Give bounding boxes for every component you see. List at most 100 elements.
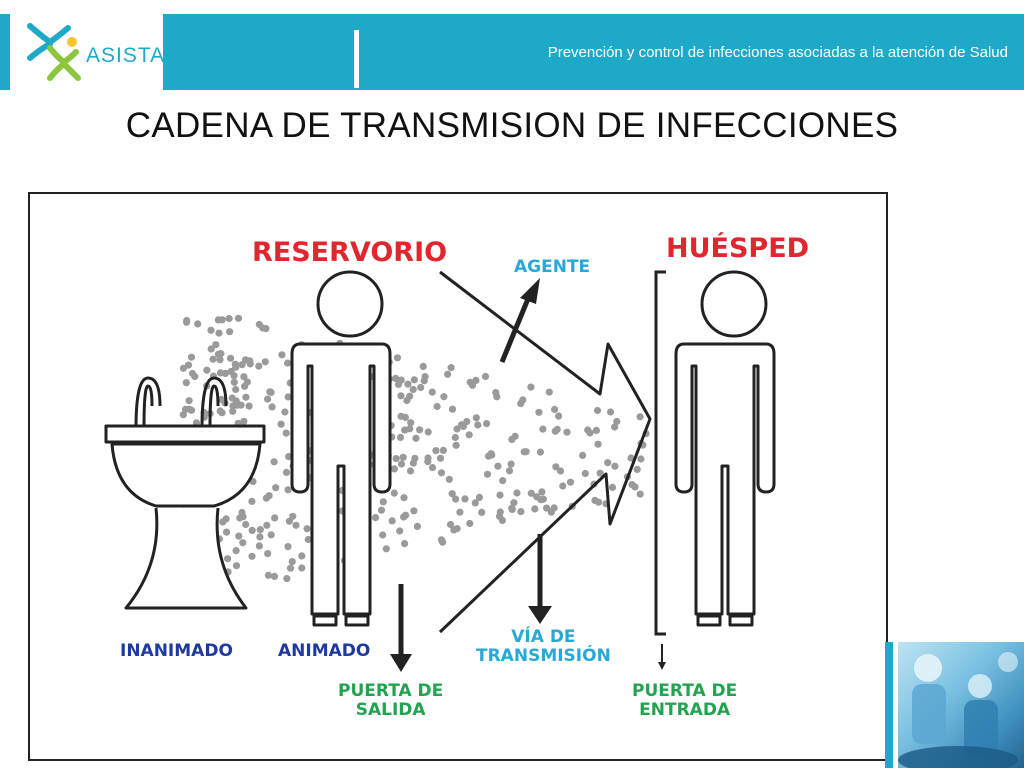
surgery-photo-drawing xyxy=(898,652,1018,768)
germ-dot xyxy=(433,402,441,411)
germ-dot xyxy=(255,542,263,550)
germ-dot xyxy=(448,490,456,498)
germ-dot xyxy=(394,380,403,388)
germ-dot xyxy=(409,385,417,394)
germ-dot xyxy=(390,489,398,497)
germ-dot xyxy=(505,467,514,475)
germ-dot xyxy=(262,325,270,333)
germ-dot xyxy=(510,499,518,507)
germ-dot xyxy=(416,426,424,434)
label-route-line1: VÍA DE xyxy=(511,627,576,647)
germ-dot xyxy=(552,463,560,471)
germ-dot xyxy=(235,532,243,540)
logo-text: ASISTA xyxy=(86,44,166,67)
germ-dot xyxy=(214,350,222,358)
germ-dot xyxy=(225,314,233,323)
germ-dot xyxy=(393,354,402,362)
germ-dot xyxy=(207,345,215,353)
germ-dot xyxy=(268,403,276,411)
germ-dot xyxy=(551,405,559,414)
germ-dot xyxy=(545,388,553,396)
germ-dot xyxy=(604,459,612,467)
germ-dot xyxy=(527,383,535,391)
germ-dot xyxy=(411,454,419,462)
germ-dot xyxy=(219,518,227,526)
germ-dot xyxy=(424,428,432,436)
germ-dot xyxy=(284,359,292,367)
germ-dot xyxy=(263,521,271,529)
germ-dot xyxy=(531,505,539,513)
germ-dot xyxy=(392,374,400,382)
germ-dot xyxy=(507,460,515,468)
germ-dot xyxy=(555,412,563,420)
germ-dot xyxy=(221,369,229,377)
germ-dot xyxy=(179,411,187,419)
germ-dot xyxy=(439,446,447,454)
germ-dot xyxy=(255,362,263,370)
germ-dot xyxy=(215,329,223,337)
germ-dot xyxy=(412,434,420,442)
germ-dot xyxy=(606,408,615,416)
germ-dot xyxy=(397,392,405,400)
germ-dot xyxy=(255,320,263,329)
germ-dot xyxy=(286,564,295,572)
germ-dot xyxy=(207,326,215,334)
route-arrowhead xyxy=(528,606,552,624)
germ-dot xyxy=(232,363,240,371)
germ-dot xyxy=(453,525,461,533)
germ-dot xyxy=(483,420,491,428)
germ-dot xyxy=(185,405,193,413)
germ-dot xyxy=(475,493,483,501)
germ-dot xyxy=(248,526,256,534)
header-subtitle: Prevención y control de infecciones asoc… xyxy=(547,44,1008,61)
germ-dot xyxy=(424,454,432,462)
host-person-icon xyxy=(674,270,776,627)
germ-dot xyxy=(407,419,415,427)
slide-title: CADENA DE TRANSMISION DE INFECCIONES xyxy=(125,106,899,145)
germ-dot xyxy=(463,418,471,426)
germ-dot xyxy=(613,417,621,426)
germ-dot xyxy=(382,545,390,553)
germ-dot xyxy=(472,414,480,422)
germ-dot xyxy=(550,504,558,512)
germ-dot xyxy=(538,488,546,496)
germ-dot xyxy=(535,408,543,416)
header-band xyxy=(163,14,1024,90)
germ-dot xyxy=(493,393,501,401)
germ-dot xyxy=(428,464,437,472)
germ-dot xyxy=(471,499,479,507)
germ-dot xyxy=(240,417,248,425)
germ-dot xyxy=(566,478,575,486)
surgery-team-photo xyxy=(898,642,1024,768)
germ-dot xyxy=(402,511,410,519)
germ-dot xyxy=(539,425,547,433)
label-agent: AGENTE xyxy=(514,257,591,277)
germ-dot xyxy=(390,465,398,473)
germ-dot xyxy=(436,454,445,462)
label-reservoir: RESERVORIO xyxy=(252,237,448,268)
germ-dot xyxy=(224,555,232,563)
germ-dot xyxy=(234,314,243,322)
germ-dot xyxy=(277,420,285,428)
germ-dot xyxy=(519,396,527,404)
germ-dot xyxy=(396,433,405,441)
label-entry-door-line2: ENTRADA xyxy=(639,699,731,720)
germ-dot xyxy=(232,385,240,394)
germ-dot xyxy=(446,520,455,529)
label-entry-door: PUERTA DE ENTRADA xyxy=(632,682,737,719)
germ-dot xyxy=(579,451,587,459)
label-exit-door-line1: PUERTA DE xyxy=(338,681,444,701)
germ-dot xyxy=(283,575,291,583)
germ-dot xyxy=(209,355,217,363)
transmission-arrow xyxy=(438,270,652,634)
germ-dot xyxy=(419,362,427,370)
transmission-chain-diagram: RESERVORIO AGENTE HUÉSPED INANIMADO ANIM… xyxy=(28,192,888,761)
germ-dot xyxy=(591,496,599,504)
germ-dot xyxy=(406,425,414,433)
asista-logo[interactable]: ASISTA xyxy=(20,18,164,86)
germ-dot xyxy=(611,423,619,431)
germ-dot xyxy=(401,540,409,548)
germ-dot xyxy=(265,492,273,500)
host-bracket xyxy=(654,270,666,636)
germ-dot xyxy=(451,433,459,442)
